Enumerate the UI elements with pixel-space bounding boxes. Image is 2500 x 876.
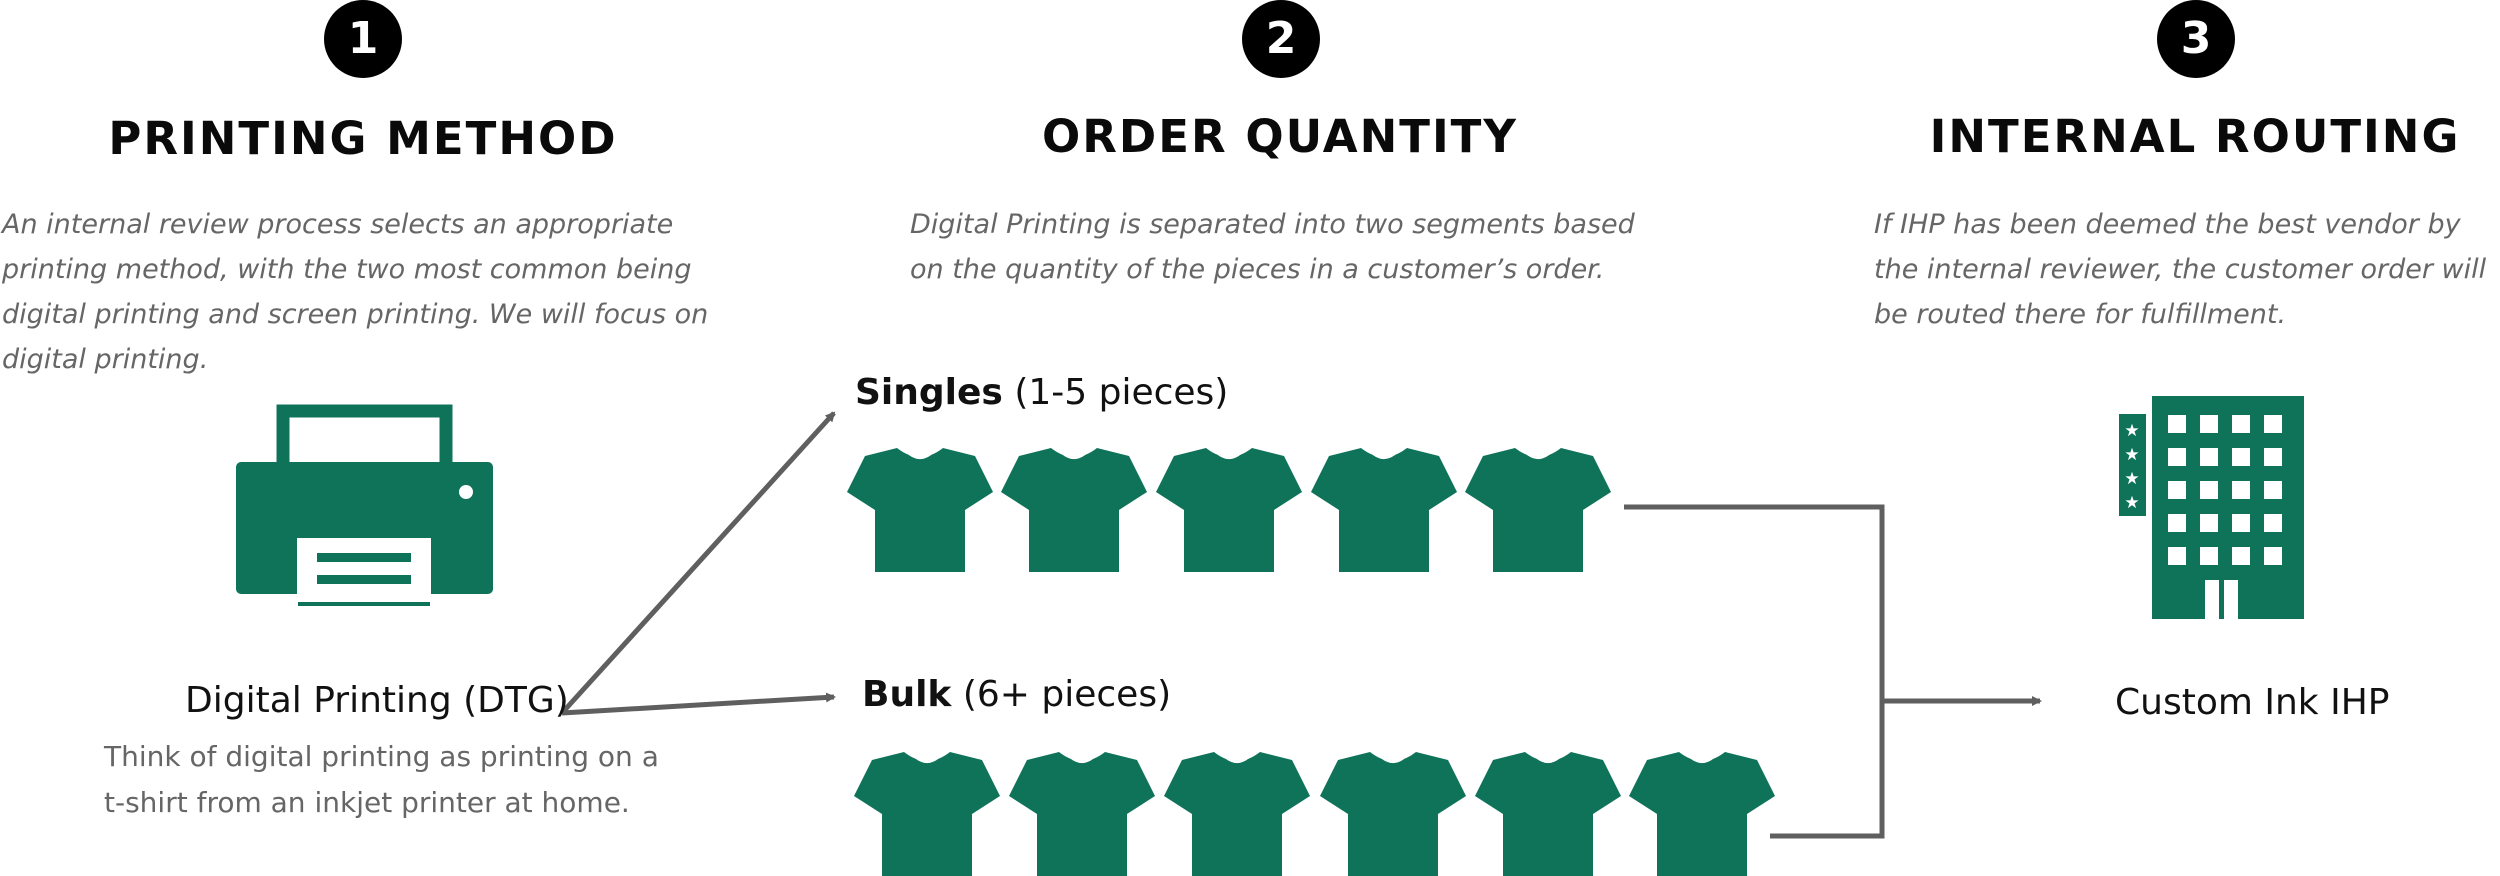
tshirt-icon: [847, 448, 993, 572]
tshirt-icon: [1156, 448, 1302, 572]
bulk-shirt-row: [854, 752, 1775, 876]
singles-label: Singles (1-5 pieces): [855, 372, 1228, 413]
singles-name: Singles: [855, 372, 1003, 413]
bulk-range: (6+ pieces): [962, 674, 1172, 715]
printing-method-note: Think of digital printing as printing on…: [104, 740, 659, 819]
step-3-description: If IHP has been deemed the best vendor b…: [1874, 209, 2487, 330]
step-2-title: ORDER QUANTITY: [1042, 110, 1518, 163]
bulk-name: Bulk: [862, 674, 952, 715]
tshirt-icon: [1009, 752, 1155, 876]
destination-label: Custom Ink IHP: [2115, 682, 2390, 723]
singles-shirt-row: [847, 448, 1611, 572]
step-3-title: INTERNAL ROUTING: [1929, 110, 2461, 163]
step-2-description: Digital Printing is separated into two s…: [910, 209, 1635, 285]
building-icon: ★ ★ ★ ★: [2119, 396, 2304, 619]
tshirt-icon: [1001, 448, 1147, 572]
arrow-to-bulk: [561, 692, 836, 716]
tshirt-icon: [854, 752, 1000, 876]
tshirt-icon: [1311, 448, 1457, 572]
step-1-number-badge: 1: [324, 0, 402, 78]
tshirt-icon: [1475, 752, 1621, 876]
printer-icon: [236, 404, 493, 606]
svg-text:★: ★: [2124, 445, 2139, 465]
svg-text:★: ★: [2124, 421, 2139, 441]
singles-range: (1-5 pieces): [1014, 372, 1229, 413]
arrow-to-singles: [560, 411, 836, 715]
step-1-title: PRINTING METHOD: [108, 112, 618, 165]
tshirt-icon: [1164, 752, 1310, 876]
merge-connector: [1624, 504, 1885, 839]
step-3-number-badge: 3: [2157, 0, 2235, 78]
tshirt-icon: [1465, 448, 1611, 572]
printing-method-label: Digital Printing (DTG): [185, 680, 569, 721]
tshirt-icon: [1629, 752, 1775, 876]
svg-text:★: ★: [2124, 493, 2139, 513]
step-2-number-badge: 2: [1242, 0, 1320, 78]
bulk-label: Bulk (6+ pieces): [862, 674, 1171, 715]
svg-text:★: ★: [2124, 469, 2139, 489]
step-1-description: An internal review process selects an ap…: [2, 209, 709, 375]
tshirt-icon: [1320, 752, 1466, 876]
